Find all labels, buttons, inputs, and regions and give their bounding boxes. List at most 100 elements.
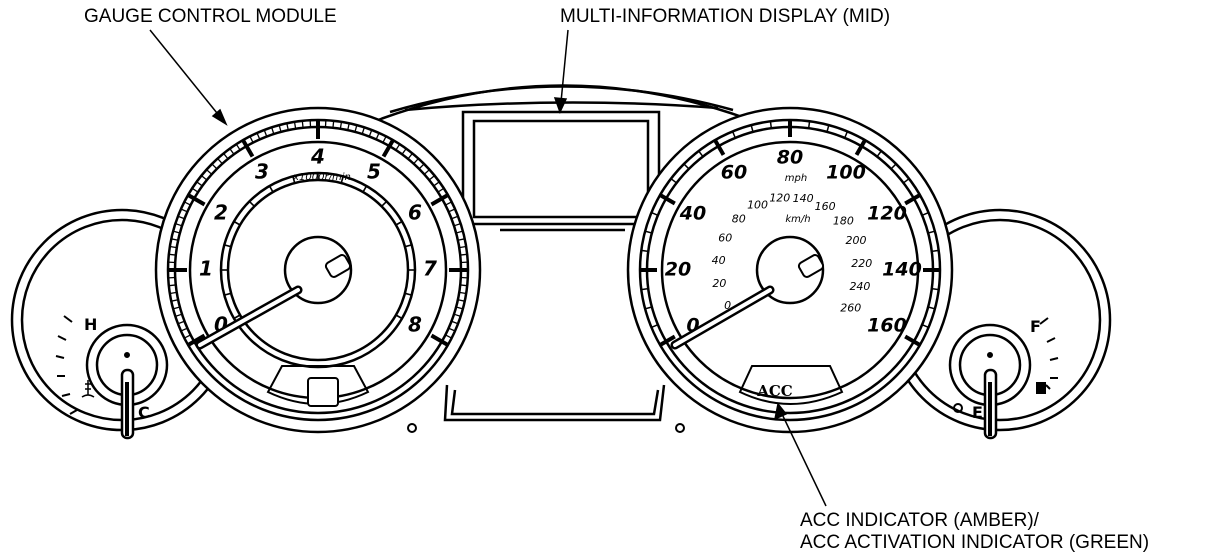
tach-number: 4 xyxy=(310,145,325,169)
tach-minor-tick xyxy=(191,187,199,193)
mph-minor-tick xyxy=(927,230,936,234)
tach-minor-tick xyxy=(445,334,452,339)
tach-minor-tick xyxy=(169,245,177,249)
tach-minor-tick xyxy=(172,306,181,310)
mph-minor-tick xyxy=(641,249,649,253)
tach-minor-tick xyxy=(455,306,464,310)
mph-minor-tick xyxy=(807,121,811,129)
tach-minor-tick xyxy=(184,201,191,206)
tach-minor-tick xyxy=(354,124,358,133)
mid-display xyxy=(461,110,661,226)
low-fuel-indicator xyxy=(953,403,963,413)
acc-indicator-callout: ACC INDICATOR (AMBER)/ ACC ACTIVATION IN… xyxy=(800,510,1149,554)
tach-minor-tick xyxy=(418,163,425,170)
mph-number: 160 xyxy=(867,315,907,337)
kmh-number: 120 xyxy=(769,192,790,205)
tach-inner-tick xyxy=(224,244,232,248)
tach-minor-tick xyxy=(382,136,387,143)
kmh-number: 140 xyxy=(793,192,814,205)
kmh-number: 0 xyxy=(724,299,731,312)
mph-minor-tick xyxy=(769,121,773,129)
tach-minor-tick xyxy=(459,245,467,249)
kmh-number: 220 xyxy=(851,257,872,270)
tach-minor-tick xyxy=(460,284,468,287)
tach-minor-tick xyxy=(278,124,282,133)
gauge-control-module-callout: GAUGE CONTROL MODULE xyxy=(84,6,337,27)
tach-minor-tick xyxy=(223,153,229,160)
kmh-number: 180 xyxy=(833,215,854,228)
tach-minor-tick xyxy=(460,253,468,256)
tach-inner-tick xyxy=(268,185,274,193)
tachometer-unit: x1000r/min xyxy=(292,172,351,183)
tach-minor-tick xyxy=(332,120,335,128)
tach-minor-tick xyxy=(235,143,241,151)
tach-minor-tick xyxy=(459,291,467,295)
tach-number: 3 xyxy=(255,160,269,184)
tach-minor-tick xyxy=(448,327,456,332)
mph-minor-tick xyxy=(644,306,653,310)
tach-minor-tick xyxy=(206,169,213,175)
tach-minor-tick xyxy=(168,253,176,256)
speedometer-mph-ticks xyxy=(640,120,940,347)
tach-minor-tick xyxy=(171,299,179,302)
mph-minor-tick xyxy=(651,211,659,216)
mph-number: 20 xyxy=(665,259,691,281)
mph-minor-tick xyxy=(921,324,929,329)
mph-minor-tick xyxy=(670,178,678,184)
mph-number: 100 xyxy=(826,162,866,184)
tach-minor-tick xyxy=(368,129,373,137)
tach-minor-tick xyxy=(428,175,435,181)
tach-minor-tick xyxy=(168,284,176,287)
tach-minor-tick xyxy=(293,121,297,129)
tach-inner-tick xyxy=(404,244,412,248)
mph-major-tick xyxy=(659,334,676,347)
tach-minor-tick xyxy=(271,127,275,135)
mph-number: 140 xyxy=(882,259,922,281)
tach-minor-tick xyxy=(196,181,203,187)
tach-minor-tick xyxy=(453,223,461,227)
tachometer xyxy=(154,106,482,434)
mph-minor-tick xyxy=(644,230,653,234)
tach-inner-tick xyxy=(233,314,241,320)
mph-minor-tick xyxy=(698,150,704,158)
kmh-number: 80 xyxy=(732,212,746,225)
tach-minor-tick xyxy=(177,215,185,220)
tach-major-tick xyxy=(430,193,449,207)
tachometer-outer-ticks xyxy=(168,120,468,347)
tach-minor-tick xyxy=(184,334,191,339)
mph-minor-tick xyxy=(641,287,649,291)
tach-number: 5 xyxy=(367,160,381,184)
tachometer-inner-ticks xyxy=(221,173,415,320)
tach-inner-tick xyxy=(395,314,403,320)
mph-minor-tick xyxy=(844,131,849,139)
tach-minor-tick xyxy=(445,201,452,206)
mid-callout: MULTI-INFORMATION DISPLAY (MID) xyxy=(560,6,891,27)
coolant-temperature-icon xyxy=(81,380,95,398)
tach-minor-tick xyxy=(211,163,218,170)
tach-number: 7 xyxy=(423,257,437,281)
tach-major-tick xyxy=(187,333,206,347)
tach-minor-tick xyxy=(180,208,188,213)
tach-minor-tick xyxy=(301,120,304,128)
kmh-number: 260 xyxy=(840,302,861,315)
tach-minor-tick xyxy=(175,313,183,317)
mph-number: 80 xyxy=(777,147,803,169)
tach-minor-tick xyxy=(169,291,177,295)
mph-minor-tick xyxy=(890,163,897,170)
tach-major-tick xyxy=(381,139,395,158)
mph-minor-tick xyxy=(826,124,830,133)
tach-minor-tick xyxy=(455,230,464,234)
tach-minor-tick xyxy=(407,153,413,160)
tach-minor-tick xyxy=(339,121,343,129)
tach-minor-tick xyxy=(175,223,183,227)
acc-callout-line-1: ACC INDICATOR (AMBER)/ xyxy=(800,510,1039,531)
mph-number: 120 xyxy=(867,203,907,225)
temp-low-label: C xyxy=(138,403,150,422)
tach-minor-tick xyxy=(256,132,261,140)
tachometer-bottom-indicator xyxy=(266,365,370,407)
tach-inner-tick xyxy=(362,185,368,193)
